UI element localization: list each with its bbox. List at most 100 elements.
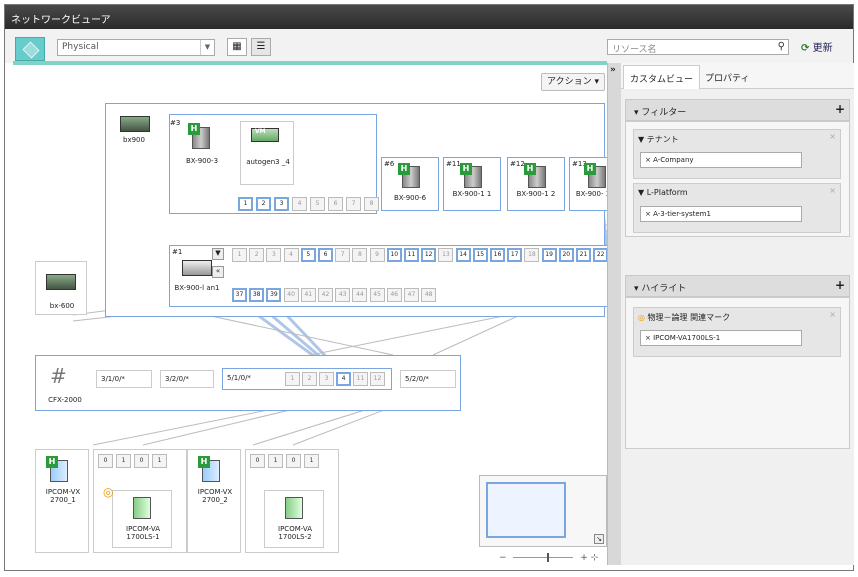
port[interactable]: 39 [266,288,282,302]
port[interactable]: 2 [249,248,265,262]
port[interactable]: 44 [352,288,368,302]
port[interactable]: 43 [335,288,351,302]
port[interactable]: 7 [335,248,351,262]
port[interactable]: 38 [249,288,265,302]
vm-card-ipcom-va-1700ls-2[interactable]: IPCOM-VA 1700LS-2 [264,490,324,548]
port[interactable]: 21 [576,248,591,262]
port[interactable]: 15 [472,248,488,262]
collapse-left-icon[interactable]: « [212,266,224,278]
blade-bx900-12[interactable]: #12 H BX-900-1 2 [507,157,565,211]
port[interactable]: 1 [238,197,253,211]
port[interactable]: 11 [404,248,419,262]
fit-icon[interactable]: ⊹ [590,553,599,563]
bit-port[interactable]: 1 [304,454,319,468]
blade-bx900-13[interactable]: #13 H BX-900- 3 [569,157,607,211]
tab-custom-view[interactable]: カスタムビュー [623,65,701,89]
port[interactable]: 14 [455,248,471,262]
port[interactable]: 13 [438,248,454,262]
zoom-out-button[interactable]: − [499,553,507,563]
port[interactable]: 5 [310,197,325,211]
vm-card-ipcom-va-1700ls-1[interactable]: ◎ IPCOM-VA 1700LS-1 [103,485,172,548]
close-icon[interactable]: × [829,186,836,195]
port[interactable]: 48 [421,288,437,302]
host-ipcom-vx-2700-2[interactable]: H IPCOM-VX 2700_2 [187,449,241,553]
port[interactable]: 4 [336,372,351,386]
bit-port[interactable]: 0 [98,454,113,468]
port[interactable]: 10 [386,248,402,262]
port[interactable]: 6 [328,197,343,211]
port-group[interactable]: 3/2/0/* [160,370,214,388]
highlight-section-header[interactable]: ▾ ハイライト+ [625,275,850,297]
panel-toggle-bar[interactable]: » [607,63,621,565]
bit-port[interactable]: 0 [250,454,265,468]
port[interactable]: 2 [302,372,317,386]
resource-search-input[interactable]: リソース名⚲ [607,39,789,55]
port[interactable]: 42 [318,288,333,302]
close-icon[interactable]: × [829,132,836,141]
collapse-icon[interactable]: ▾ [634,284,642,294]
port[interactable]: 1 [285,372,300,386]
chassis-bx600[interactable]: bx-600 [35,261,87,315]
tab-properties[interactable]: プロパティ [705,74,750,84]
lplatform-tag[interactable]: × A-3-tier-system1 [640,206,802,222]
topology-canvas[interactable]: アクション ▾ bx900 #3 H BX-900-3 VM autogen3 … [13,65,607,565]
minimap-viewport[interactable] [486,482,566,538]
bit-port[interactable]: 0 [134,454,149,468]
collapse-down-icon[interactable]: ▼ [212,248,224,260]
port[interactable]: 20 [558,248,574,262]
port[interactable]: 8 [364,197,379,211]
filter-card-lplatform[interactable]: ▼ L-Platform× × A-3-tier-system1 [633,183,841,233]
port[interactable]: 1 [232,248,247,262]
host-ipcom-vx-2700-1[interactable]: H IPCOM-VX 2700_1 [35,449,89,553]
bit-port[interactable]: 1 [116,454,131,468]
port[interactable]: 3 [274,197,289,211]
port[interactable]: 2 [256,197,271,211]
port[interactable]: 3 [319,372,334,386]
bit-port[interactable]: 0 [286,454,301,468]
port[interactable]: 12 [421,248,437,262]
filter-section-header[interactable]: ▾ フィルター+ [625,99,850,121]
refresh-button[interactable]: ⟳ 更新 [801,39,833,54]
add-filter-icon[interactable]: + [834,102,845,116]
port[interactable]: 17 [507,248,523,262]
chevron-down-icon[interactable]: ▼ [200,40,214,55]
zoom-slider-handle[interactable] [547,553,550,562]
collapse-panel-icon[interactable]: » [610,65,616,75]
vm-card[interactable]: VM autogen3 _4 [240,121,294,185]
port[interactable]: 12 [370,372,385,386]
filter-card-tenant[interactable]: ▼ テナント× × A-Company [633,129,841,179]
zoom-control[interactable]: − + ⊹ [499,553,598,563]
port[interactable]: 41 [300,288,316,302]
port[interactable]: 11 [353,372,368,386]
zoom-in-button[interactable]: + [580,553,588,563]
port-group[interactable]: 3/1/0/* [96,370,152,388]
add-highlight-icon[interactable]: + [834,278,845,292]
port[interactable]: 45 [369,288,385,302]
port[interactable]: 46 [386,288,402,302]
tenant-tag[interactable]: × A-Company [640,152,802,168]
port[interactable]: 37 [232,288,247,302]
port-group[interactable]: 5/2/0/* [400,370,456,388]
action-menu-button[interactable]: アクション ▾ [541,73,605,91]
highlight-card-relation[interactable]: ◎ 物理－論理 関連マーク× × IPCOM-VA1700LS-1 [633,307,841,357]
mark-tag[interactable]: × IPCOM-VA1700LS-1 [640,330,802,346]
minimap-resize-icon[interactable]: ↘ [594,534,604,544]
port[interactable]: 6 [318,248,333,262]
grid-view-button[interactable]: ▦ [227,38,247,56]
list-view-button[interactable]: ☰ [251,38,271,56]
bit-port[interactable]: 1 [268,454,283,468]
blade-bx900-11[interactable]: #11 H BX-900-1 1 [443,157,501,211]
close-icon[interactable]: × [829,310,836,319]
view-select[interactable]: Physical▼ [57,39,215,56]
port[interactable]: 5 [300,248,316,262]
blade-bx900-6[interactable]: #6 H BX-900-6 [381,157,439,211]
bit-port[interactable]: 1 [152,454,167,468]
search-icon[interactable]: ⚲ [777,41,785,52]
port[interactable]: 47 [404,288,419,302]
port[interactable]: 3 [266,248,282,262]
